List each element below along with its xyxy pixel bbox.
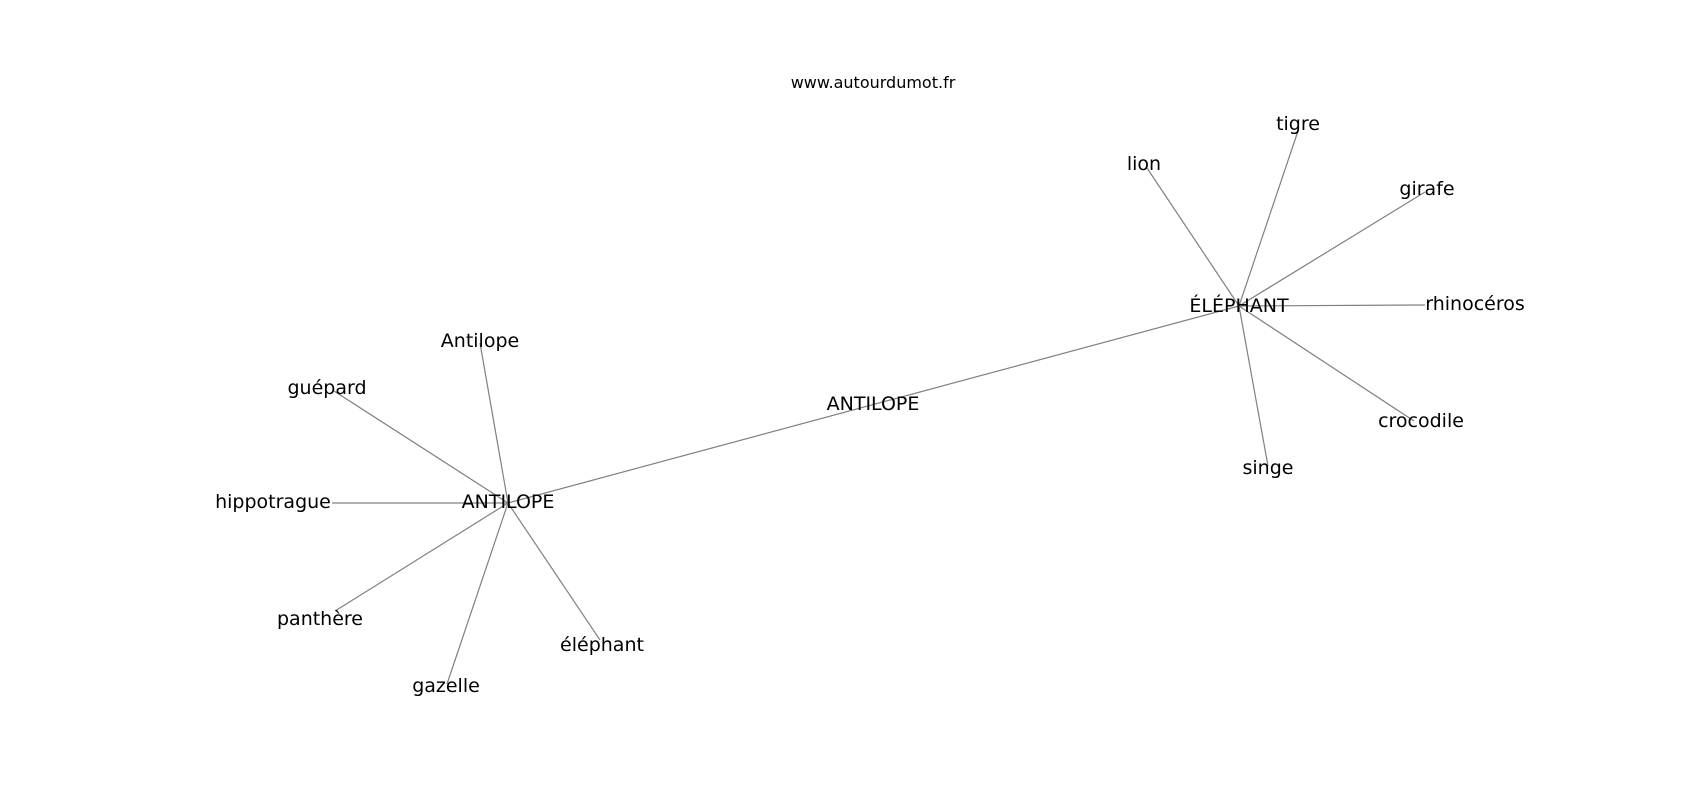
site-url: www.autourdumot.fr	[791, 73, 956, 92]
leaf-node-panthere: panthère	[277, 608, 363, 630]
leaf-node-gazelle: gazelle	[412, 675, 480, 697]
leaf-node-crocodile: crocodile	[1378, 410, 1464, 432]
hub-node-antilope: ANTILOPE	[462, 491, 555, 513]
leaf-node-singe: singe	[1243, 457, 1294, 479]
edges-layer	[332, 130, 1426, 685]
edge-hub-1-leaf-4	[1238, 305, 1415, 422]
edge-hub-1-leaf-3	[1238, 304, 1426, 307]
hub-node-elephant: ÉLÉPHANT	[1189, 294, 1289, 317]
leaf-node-girafe: girafe	[1399, 178, 1454, 200]
leaf-node-antilope: Antilope	[441, 330, 519, 352]
edge-hub-0-leaf-0	[479, 342, 509, 504]
edge-hub-1-leaf-0	[1146, 167, 1240, 307]
edge-hub-1-leaf-2	[1238, 191, 1426, 307]
leaf-node-lion: lion	[1127, 153, 1161, 175]
leaf-node-guepard: guépard	[287, 377, 366, 399]
edge-hub-1-leaf-5	[1238, 305, 1269, 467]
leaf-node-hippotrague: hippotrague	[215, 491, 331, 513]
center-node-label: ANTILOPE	[827, 393, 920, 415]
edge-hub-to-hub	[507, 305, 1240, 504]
edge-hub-0-leaf-1	[333, 390, 509, 504]
leaf-node-elephant: éléphant	[560, 634, 644, 656]
leaf-node-tigre: tigre	[1276, 113, 1320, 135]
edge-hub-1-leaf-1	[1238, 130, 1299, 307]
leaf-node-rhinoceros: rhinocéros	[1425, 293, 1525, 315]
edge-hub-0-leaf-3	[334, 502, 509, 612]
edge-hub-0-leaf-5	[507, 502, 601, 641]
edge-hub-0-leaf-4	[446, 502, 509, 685]
